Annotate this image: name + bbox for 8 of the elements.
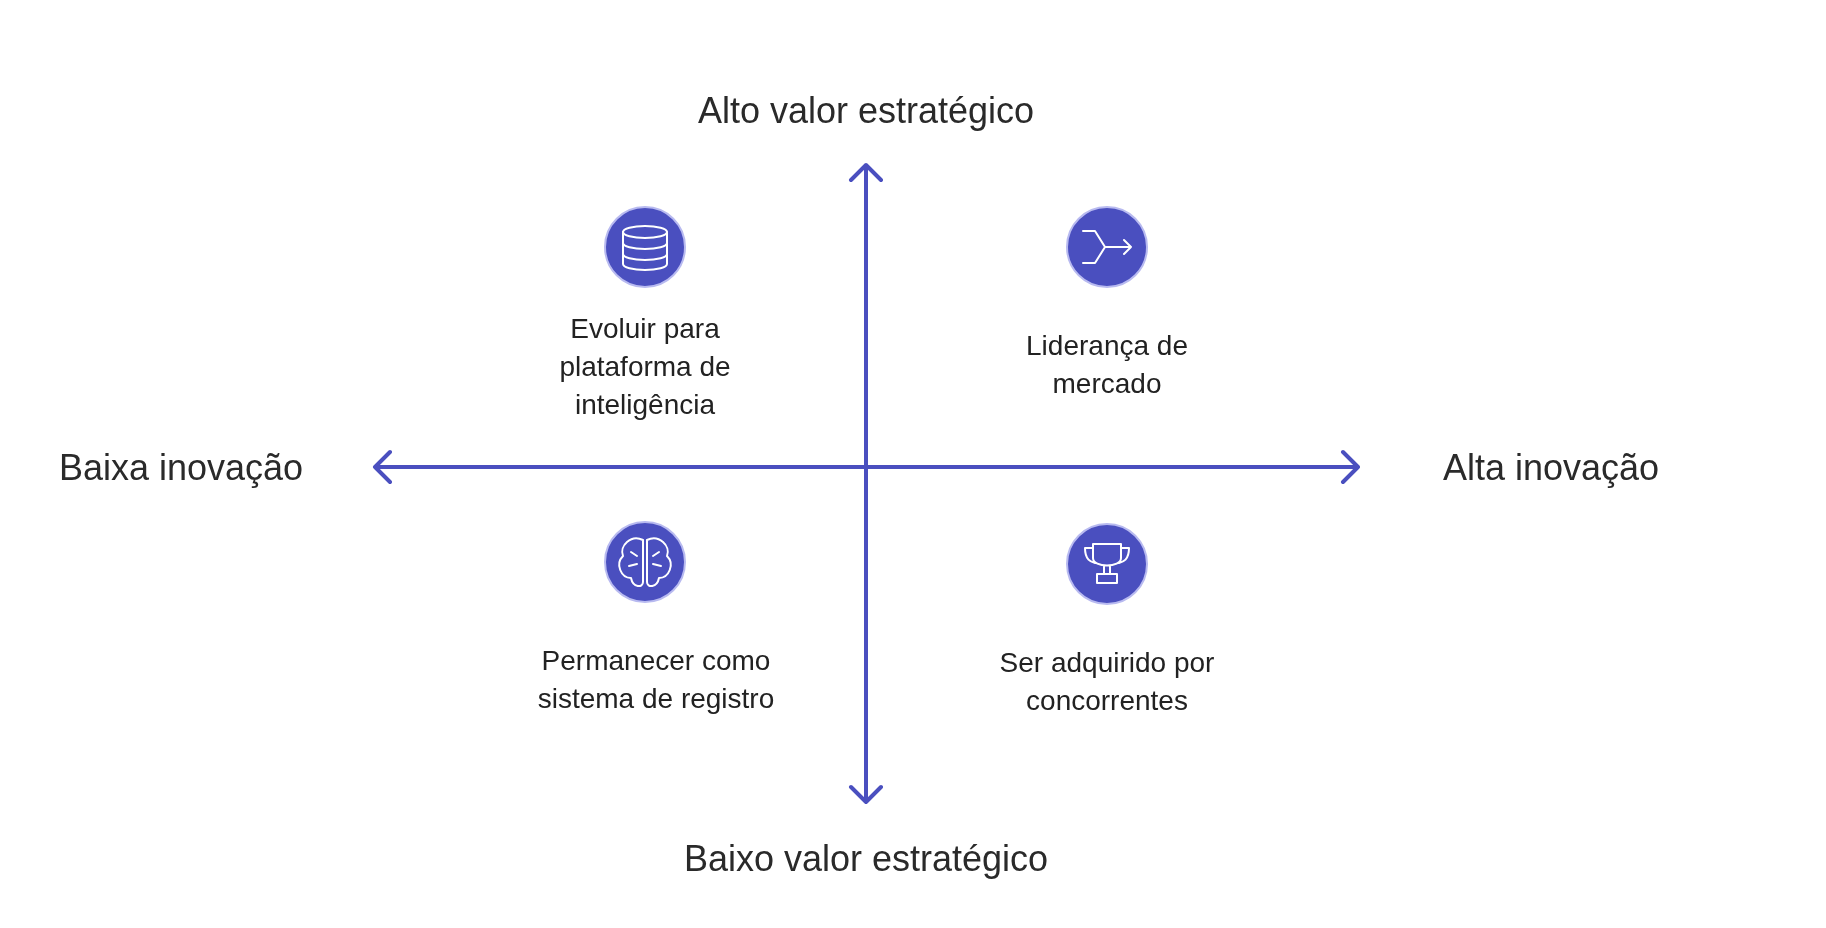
axis-label: Alto valor estratégico xyxy=(696,89,1036,133)
axis-label: Baixo valor estratégico xyxy=(682,837,1050,881)
quadrant-label: Evoluir para plataforma de inteligência xyxy=(558,312,732,422)
quadrant-label: Permanecer como sistema de registro xyxy=(536,644,776,716)
axis-label: Baixa inovação xyxy=(57,446,305,490)
axis-label: Alta inovação xyxy=(1441,446,1661,490)
quadrant-label: Liderança de mercado xyxy=(1025,329,1189,401)
quadrant-label: Ser adquirido por concorrentes xyxy=(998,646,1216,718)
